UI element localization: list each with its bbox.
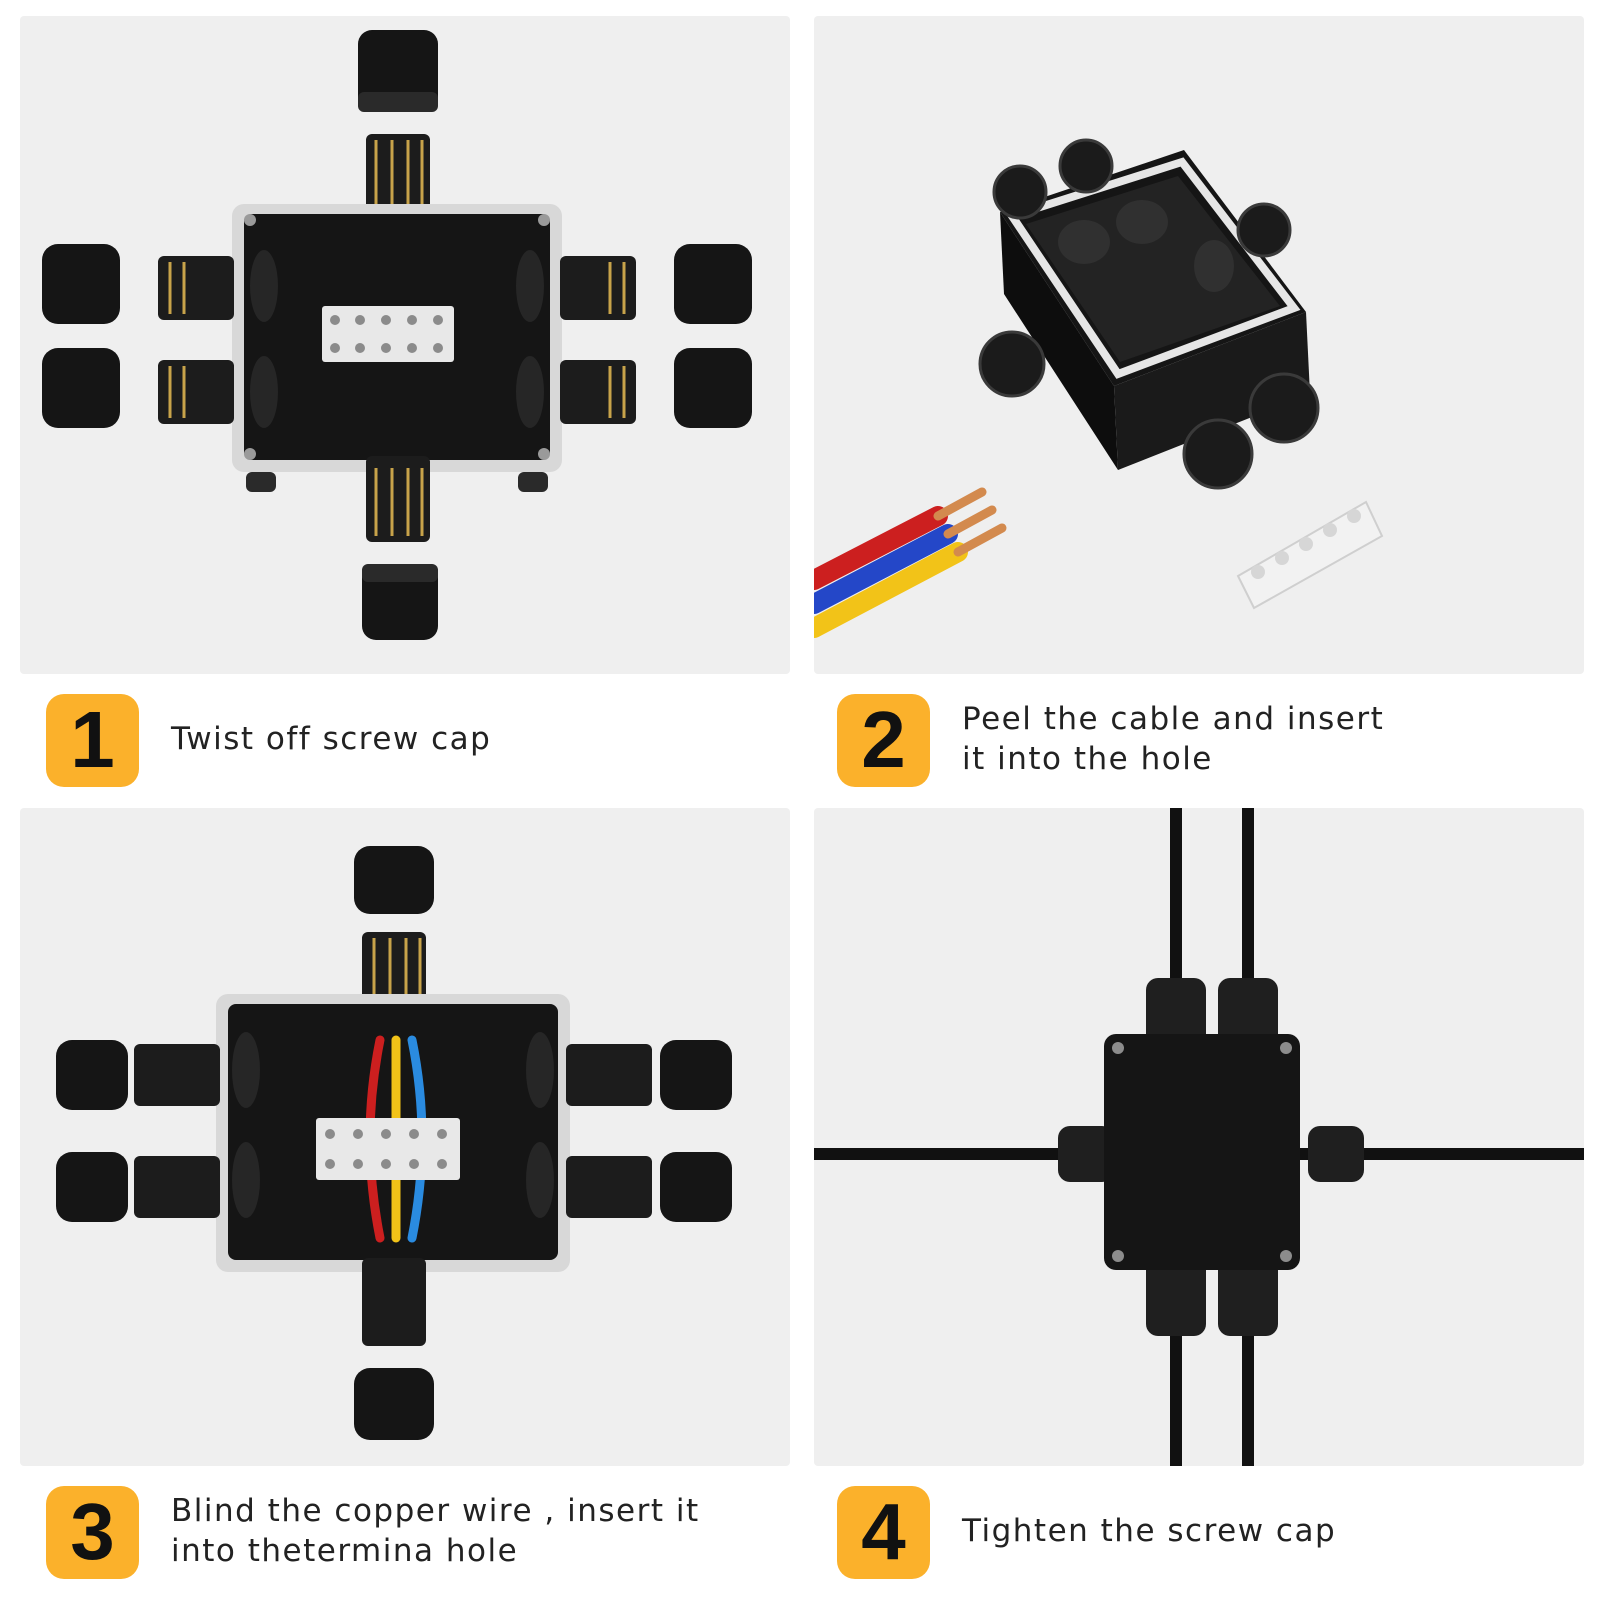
cable-gland-icon — [134, 1044, 652, 1346]
step-1-illustration — [20, 16, 790, 674]
step-4-caption: 4 Tighten the screw cap — [837, 1472, 1336, 1592]
step-number-badge: 2 — [837, 693, 930, 787]
terminal-block-icon — [316, 1118, 460, 1180]
step-instruction: Tighten the screw cap — [962, 1513, 1337, 1550]
terminal-block-icon — [1236, 500, 1384, 610]
step-instruction: Blind the copper wire , insert it into t… — [171, 1493, 700, 1569]
step-4-illustration — [814, 808, 1584, 1466]
step-2-caption: 2 Peel the cable and insert it into the … — [837, 680, 1402, 800]
step-number-badge: 1 — [46, 693, 139, 787]
assembled-junction-box-image — [814, 808, 1584, 1466]
cable-gland-icon — [366, 134, 430, 214]
step-number-badge: 4 — [837, 1485, 930, 1579]
step-2-illustration — [814, 16, 1584, 674]
open-box-and-cables-image — [814, 138, 1384, 638]
cable-gland-icon — [978, 138, 1320, 490]
step-1-caption: 1 Twist off screw cap — [46, 680, 491, 800]
screw-cap-icon — [56, 1040, 732, 1440]
cable-gland-icon — [366, 456, 430, 542]
terminal-block-icon — [322, 306, 454, 362]
step-3-illustration — [20, 808, 790, 1466]
step-3-caption: 3 Blind the copper wire , insert it into… — [46, 1472, 711, 1592]
junction-box-icon — [1000, 150, 1310, 470]
junction-box-caps-removed-image — [42, 30, 752, 640]
step-instruction: Twist off screw cap — [171, 721, 492, 758]
step-instruction: Peel the cable and insert it into the ho… — [962, 701, 1385, 777]
cable-gland-icon — [362, 932, 426, 1004]
step-number-badge: 3 — [46, 1485, 139, 1579]
wired-junction-box-image — [56, 846, 732, 1440]
screw-cap-icon — [42, 244, 752, 640]
screw-cap-icon — [358, 30, 438, 112]
cable-gland-icon — [158, 256, 636, 424]
electrical-wires-icon — [814, 487, 1007, 638]
junction-box-lid-icon — [1104, 1034, 1300, 1270]
